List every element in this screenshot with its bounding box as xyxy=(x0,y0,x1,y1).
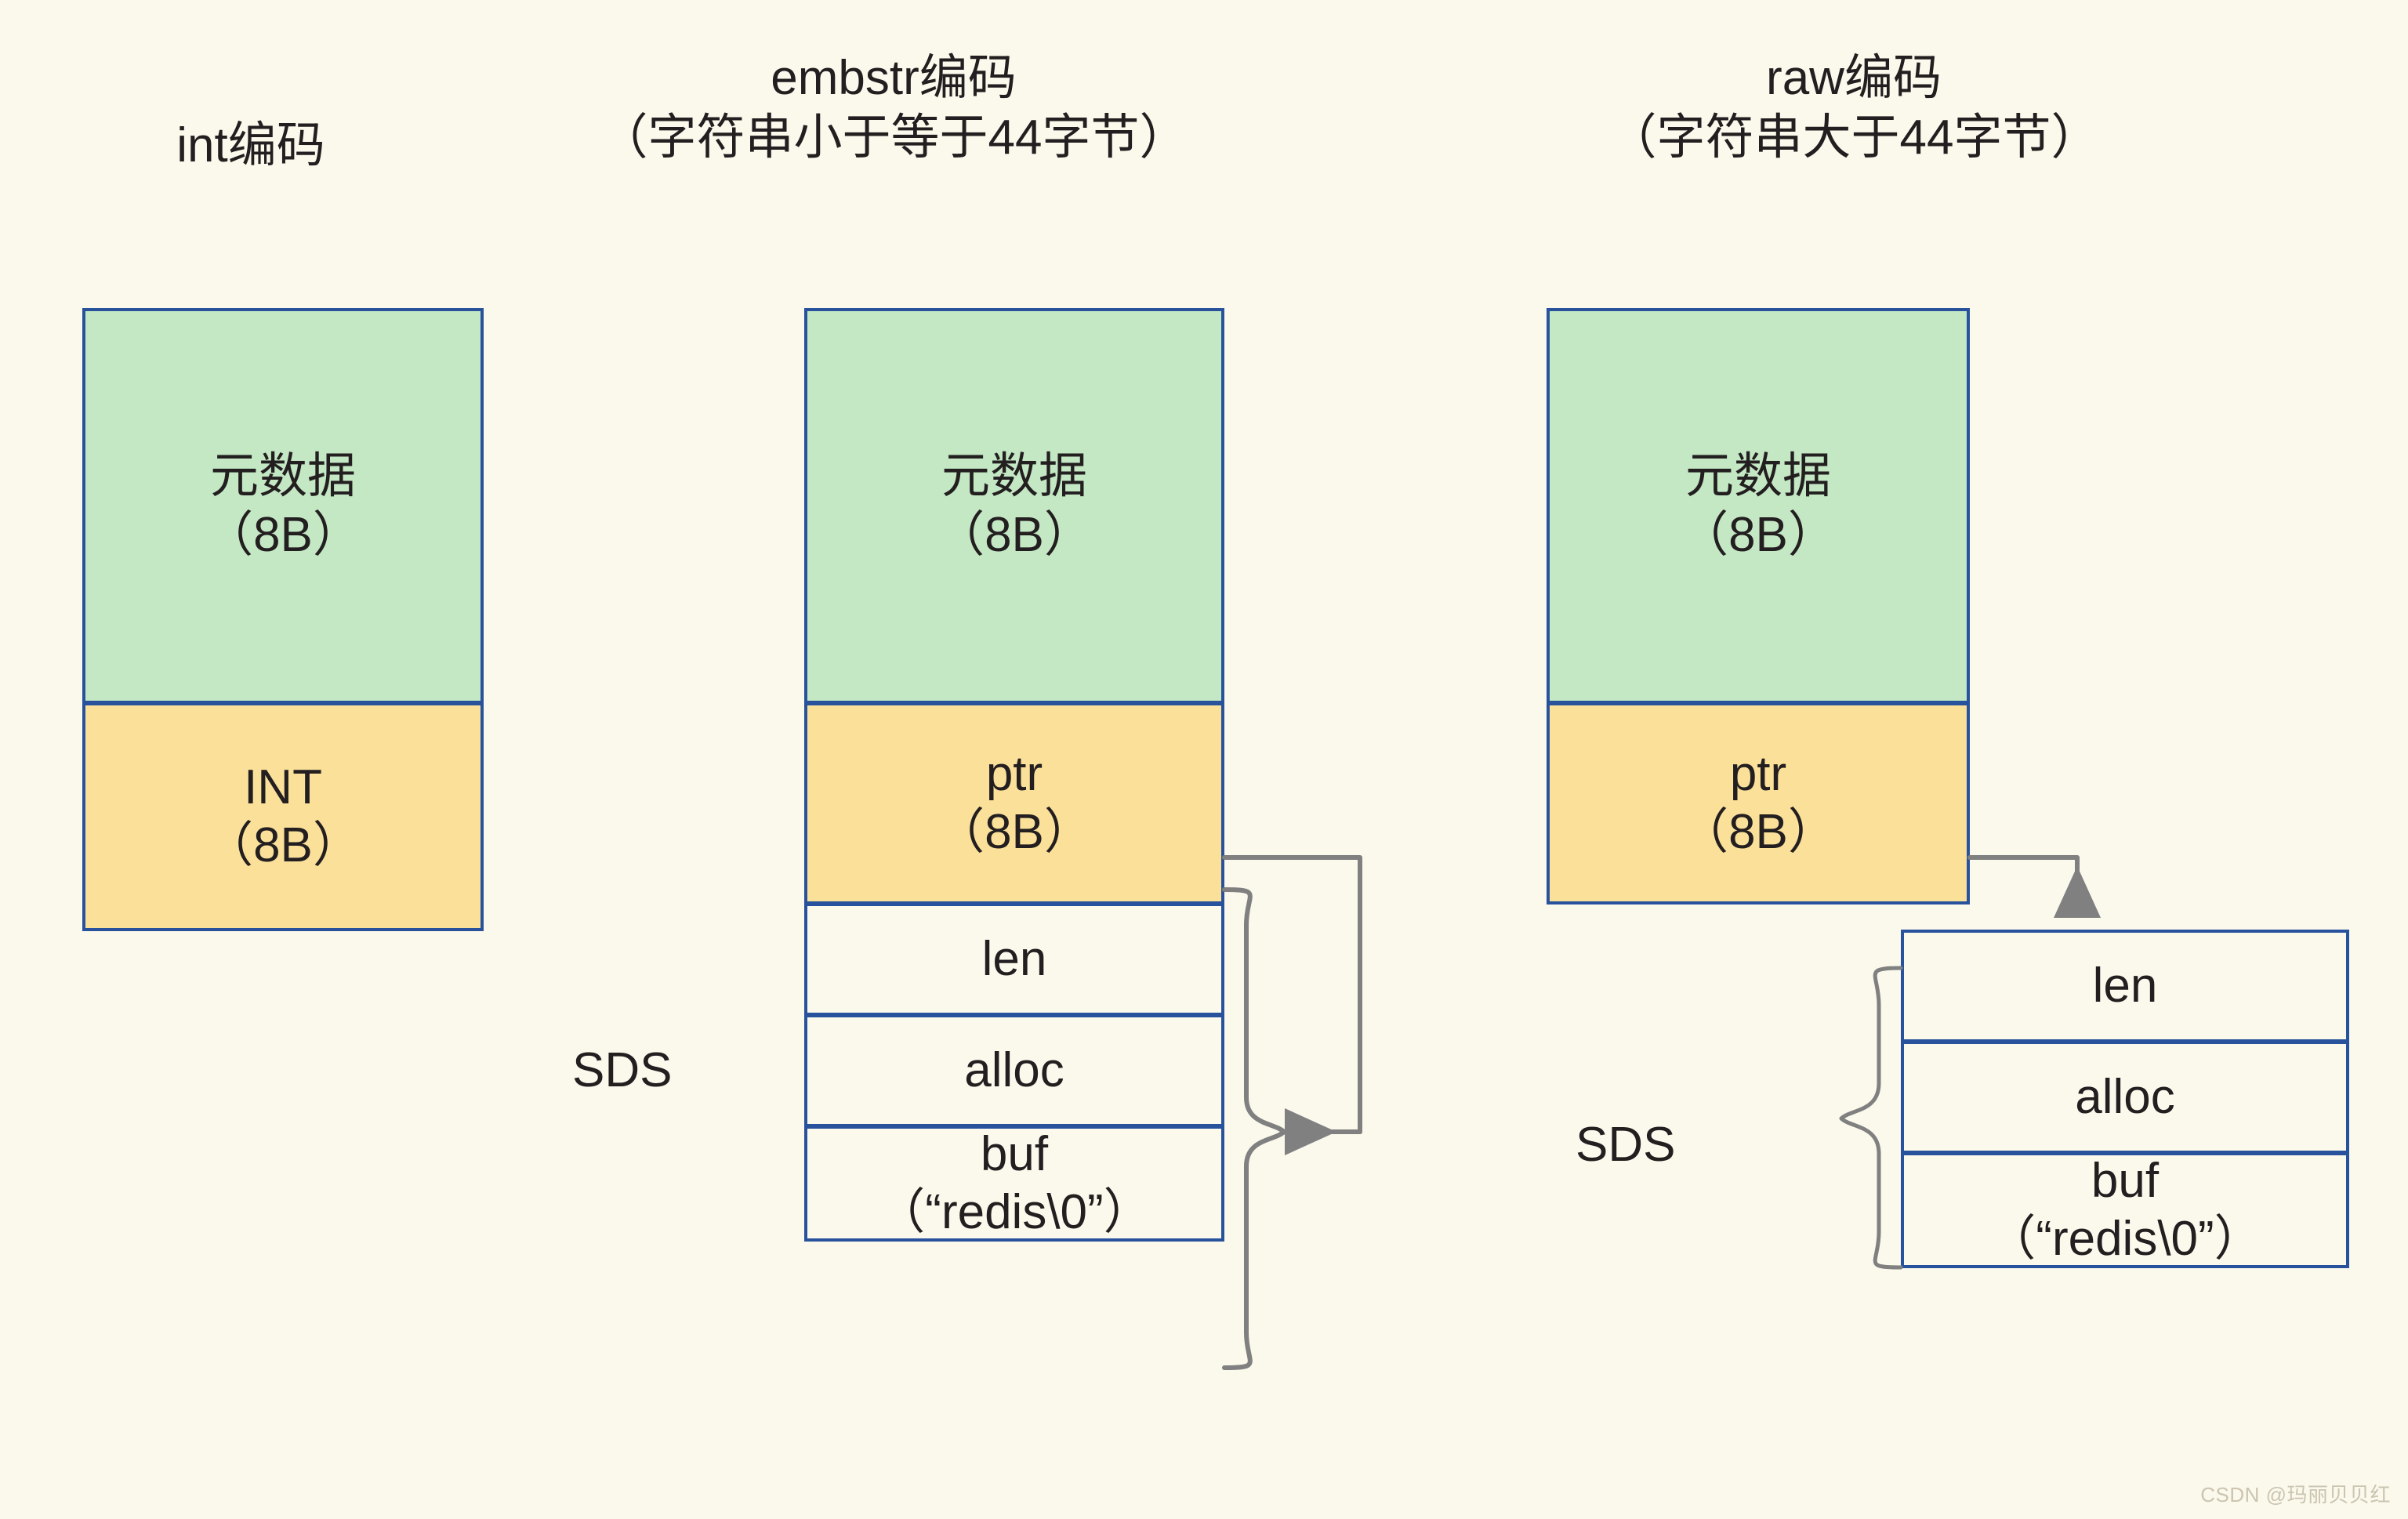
raw-ptr-cell: ptr （8B） xyxy=(1547,702,1970,905)
embstr-ptr-cell: ptr （8B） xyxy=(804,702,1224,905)
raw-buf-value: （“redis\0”） xyxy=(1987,1212,2263,1266)
raw-len-cell: len xyxy=(1901,930,2349,1042)
heading-raw-line1: raw编码 xyxy=(1766,51,1942,105)
csdn-watermark: CSDN @玛丽贝贝红 xyxy=(2200,1483,2391,1506)
heading-raw-encoding: raw编码 （字符串大于44字节） xyxy=(1434,49,2273,167)
embstr-alloc-label: alloc xyxy=(964,1042,1064,1097)
embstr-metadata-cell: 元数据 （8B） xyxy=(804,308,1224,704)
raw-len-label: len xyxy=(2092,958,2158,1013)
raw-ptr-size: （8B） xyxy=(1680,805,1837,859)
int-value-label: INT xyxy=(244,760,322,814)
int-value-size: （8B） xyxy=(205,818,361,872)
int-metadata-label: 元数据 xyxy=(209,449,356,504)
embstr-metadata-label: 元数据 xyxy=(941,449,1087,504)
embstr-buf-label: buf xyxy=(980,1126,1049,1181)
embstr-len-label: len xyxy=(981,931,1047,986)
embstr-buf-cell: buf （“redis\0”） xyxy=(804,1126,1224,1242)
raw-alloc-label: alloc xyxy=(2075,1069,2175,1124)
raw-metadata-size: （8B） xyxy=(1680,507,1837,562)
raw-ptr-label: ptr xyxy=(1729,746,1787,801)
embstr-ptr-size: （8B） xyxy=(936,805,1093,859)
embstr-ptr-label: ptr xyxy=(985,746,1043,801)
heading-int-line1: int编码 xyxy=(176,118,325,172)
heading-embstr-line2: （字符串小于等于44字节） xyxy=(599,110,1188,165)
heading-raw-line2: （字符串大于44字节） xyxy=(1608,110,2100,165)
embstr-alloc-cell: alloc xyxy=(804,1014,1224,1127)
embstr-sds-brace xyxy=(1222,887,1286,1370)
raw-ptr-connector xyxy=(1967,855,2101,918)
int-value-cell: INT （8B） xyxy=(82,702,484,931)
raw-metadata-cell: 元数据 （8B） xyxy=(1547,308,1970,704)
raw-metadata-label: 元数据 xyxy=(1685,449,1831,504)
embstr-buf-value: （“redis\0”） xyxy=(876,1185,1152,1239)
raw-buf-cell: buf （“redis\0”） xyxy=(1901,1152,2349,1268)
embstr-len-cell: len xyxy=(804,903,1224,1016)
heading-int-encoding: int编码 xyxy=(47,116,455,176)
embstr-sds-label: SDS xyxy=(572,1043,673,1097)
int-metadata-size: （8B） xyxy=(205,507,361,562)
int-metadata-cell: 元数据 （8B） xyxy=(82,308,484,704)
heading-embstr-line1: embstr编码 xyxy=(771,51,1017,105)
heading-embstr-encoding: embstr编码 （字符串小于等于44字节） xyxy=(502,49,1286,167)
embstr-metadata-size: （8B） xyxy=(936,507,1093,562)
raw-sds-label: SDS xyxy=(1576,1118,1676,1172)
raw-buf-label: buf xyxy=(2091,1153,2160,1208)
raw-sds-brace xyxy=(1839,966,1903,1270)
raw-alloc-cell: alloc xyxy=(1901,1041,2349,1154)
embstr-ptr-connector xyxy=(1222,855,1362,1134)
